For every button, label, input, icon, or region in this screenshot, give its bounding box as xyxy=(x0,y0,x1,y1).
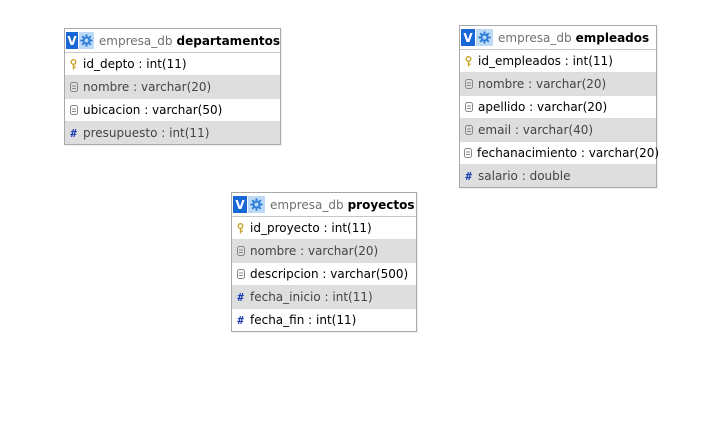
table-header[interactable]: V empresa_db proyectos xyxy=(232,193,416,217)
table-name[interactable]: proyectos xyxy=(347,197,415,212)
column-row[interactable]: # salario : double xyxy=(460,165,656,187)
column-row[interactable]: descripcion : varchar(500) xyxy=(232,263,416,286)
column-row[interactable]: fechanacimiento : varchar(20) xyxy=(460,142,660,165)
column-row[interactable]: email : varchar(40) xyxy=(460,119,656,142)
column-label: descripcion : varchar(500) xyxy=(250,267,409,281)
column-label: email : varchar(40) xyxy=(478,123,594,137)
column-row[interactable]: nombre : varchar(20) xyxy=(232,240,416,263)
key-icon xyxy=(236,222,245,234)
text-field-icon xyxy=(236,268,245,280)
column-row[interactable]: id_proyecto : int(11) xyxy=(232,217,416,240)
column-row[interactable]: nombre : varchar(20) xyxy=(65,76,280,99)
toggle-columns-button[interactable]: V xyxy=(66,32,79,49)
table-departamentos[interactable]: V empresa_db departamentos id_depto : in… xyxy=(64,28,281,145)
database-name: empresa_db xyxy=(270,197,344,212)
text-field-icon xyxy=(464,78,473,90)
column-row[interactable]: nombre : varchar(20) xyxy=(460,73,656,96)
column-label: ubicacion : varchar(50) xyxy=(83,103,223,117)
database-name: empresa_db xyxy=(98,33,173,48)
text-field-icon xyxy=(464,147,472,159)
table-header[interactable]: V empresa_db empleados xyxy=(460,26,656,50)
column-label: fecha_inicio : int(11) xyxy=(250,290,373,304)
text-field-icon xyxy=(464,124,473,136)
table-header[interactable]: V empresa_db departamentos xyxy=(65,29,280,53)
table-name[interactable]: departamentos xyxy=(176,33,280,48)
table-name[interactable]: empleados xyxy=(575,30,650,45)
hash-icon: # xyxy=(70,126,77,140)
column-label: salario : double xyxy=(478,169,571,183)
column-label: presupuesto : int(11) xyxy=(83,126,210,140)
column-label: apellido : varchar(20) xyxy=(478,100,608,114)
text-field-icon xyxy=(69,81,78,93)
text-field-icon xyxy=(236,245,245,257)
column-label: id_empleados : int(11) xyxy=(478,54,613,68)
column-label: id_depto : int(11) xyxy=(83,57,187,71)
column-label: nombre : varchar(20) xyxy=(250,244,379,258)
hash-icon: # xyxy=(237,313,244,327)
column-row[interactable]: apellido : varchar(20) xyxy=(460,96,656,119)
gear-icon[interactable] xyxy=(79,32,94,49)
gear-icon[interactable] xyxy=(248,196,265,213)
hash-icon: # xyxy=(465,169,472,183)
column-row[interactable]: # fecha_fin : int(11) xyxy=(232,309,416,331)
text-field-icon xyxy=(464,101,473,113)
column-row[interactable]: ubicacion : varchar(50) xyxy=(65,99,280,122)
database-name: empresa_db xyxy=(498,30,572,45)
key-icon xyxy=(69,58,78,70)
column-row[interactable]: id_depto : int(11) xyxy=(65,53,280,76)
key-icon xyxy=(464,55,473,67)
column-row[interactable]: id_empleados : int(11) xyxy=(460,50,656,73)
text-field-icon xyxy=(69,104,78,116)
column-row[interactable]: # fecha_inicio : int(11) xyxy=(232,286,416,309)
column-label: id_proyecto : int(11) xyxy=(250,221,372,235)
column-label: nombre : varchar(20) xyxy=(83,80,212,94)
column-row[interactable]: # presupuesto : int(11) xyxy=(65,122,280,144)
toggle-columns-button[interactable]: V xyxy=(233,196,247,213)
column-label: fecha_fin : int(11) xyxy=(250,313,357,327)
table-empleados[interactable]: V empresa_db empleados id_empleados : in… xyxy=(459,25,660,188)
gear-icon[interactable] xyxy=(476,29,493,46)
column-label: fechanacimiento : varchar(20) xyxy=(477,146,660,160)
hash-icon: # xyxy=(237,290,244,304)
column-label: nombre : varchar(20) xyxy=(478,77,607,91)
table-proyectos[interactable]: V empresa_db proyectos id_proyecto : int… xyxy=(231,192,417,332)
toggle-columns-button[interactable]: V xyxy=(461,29,475,46)
